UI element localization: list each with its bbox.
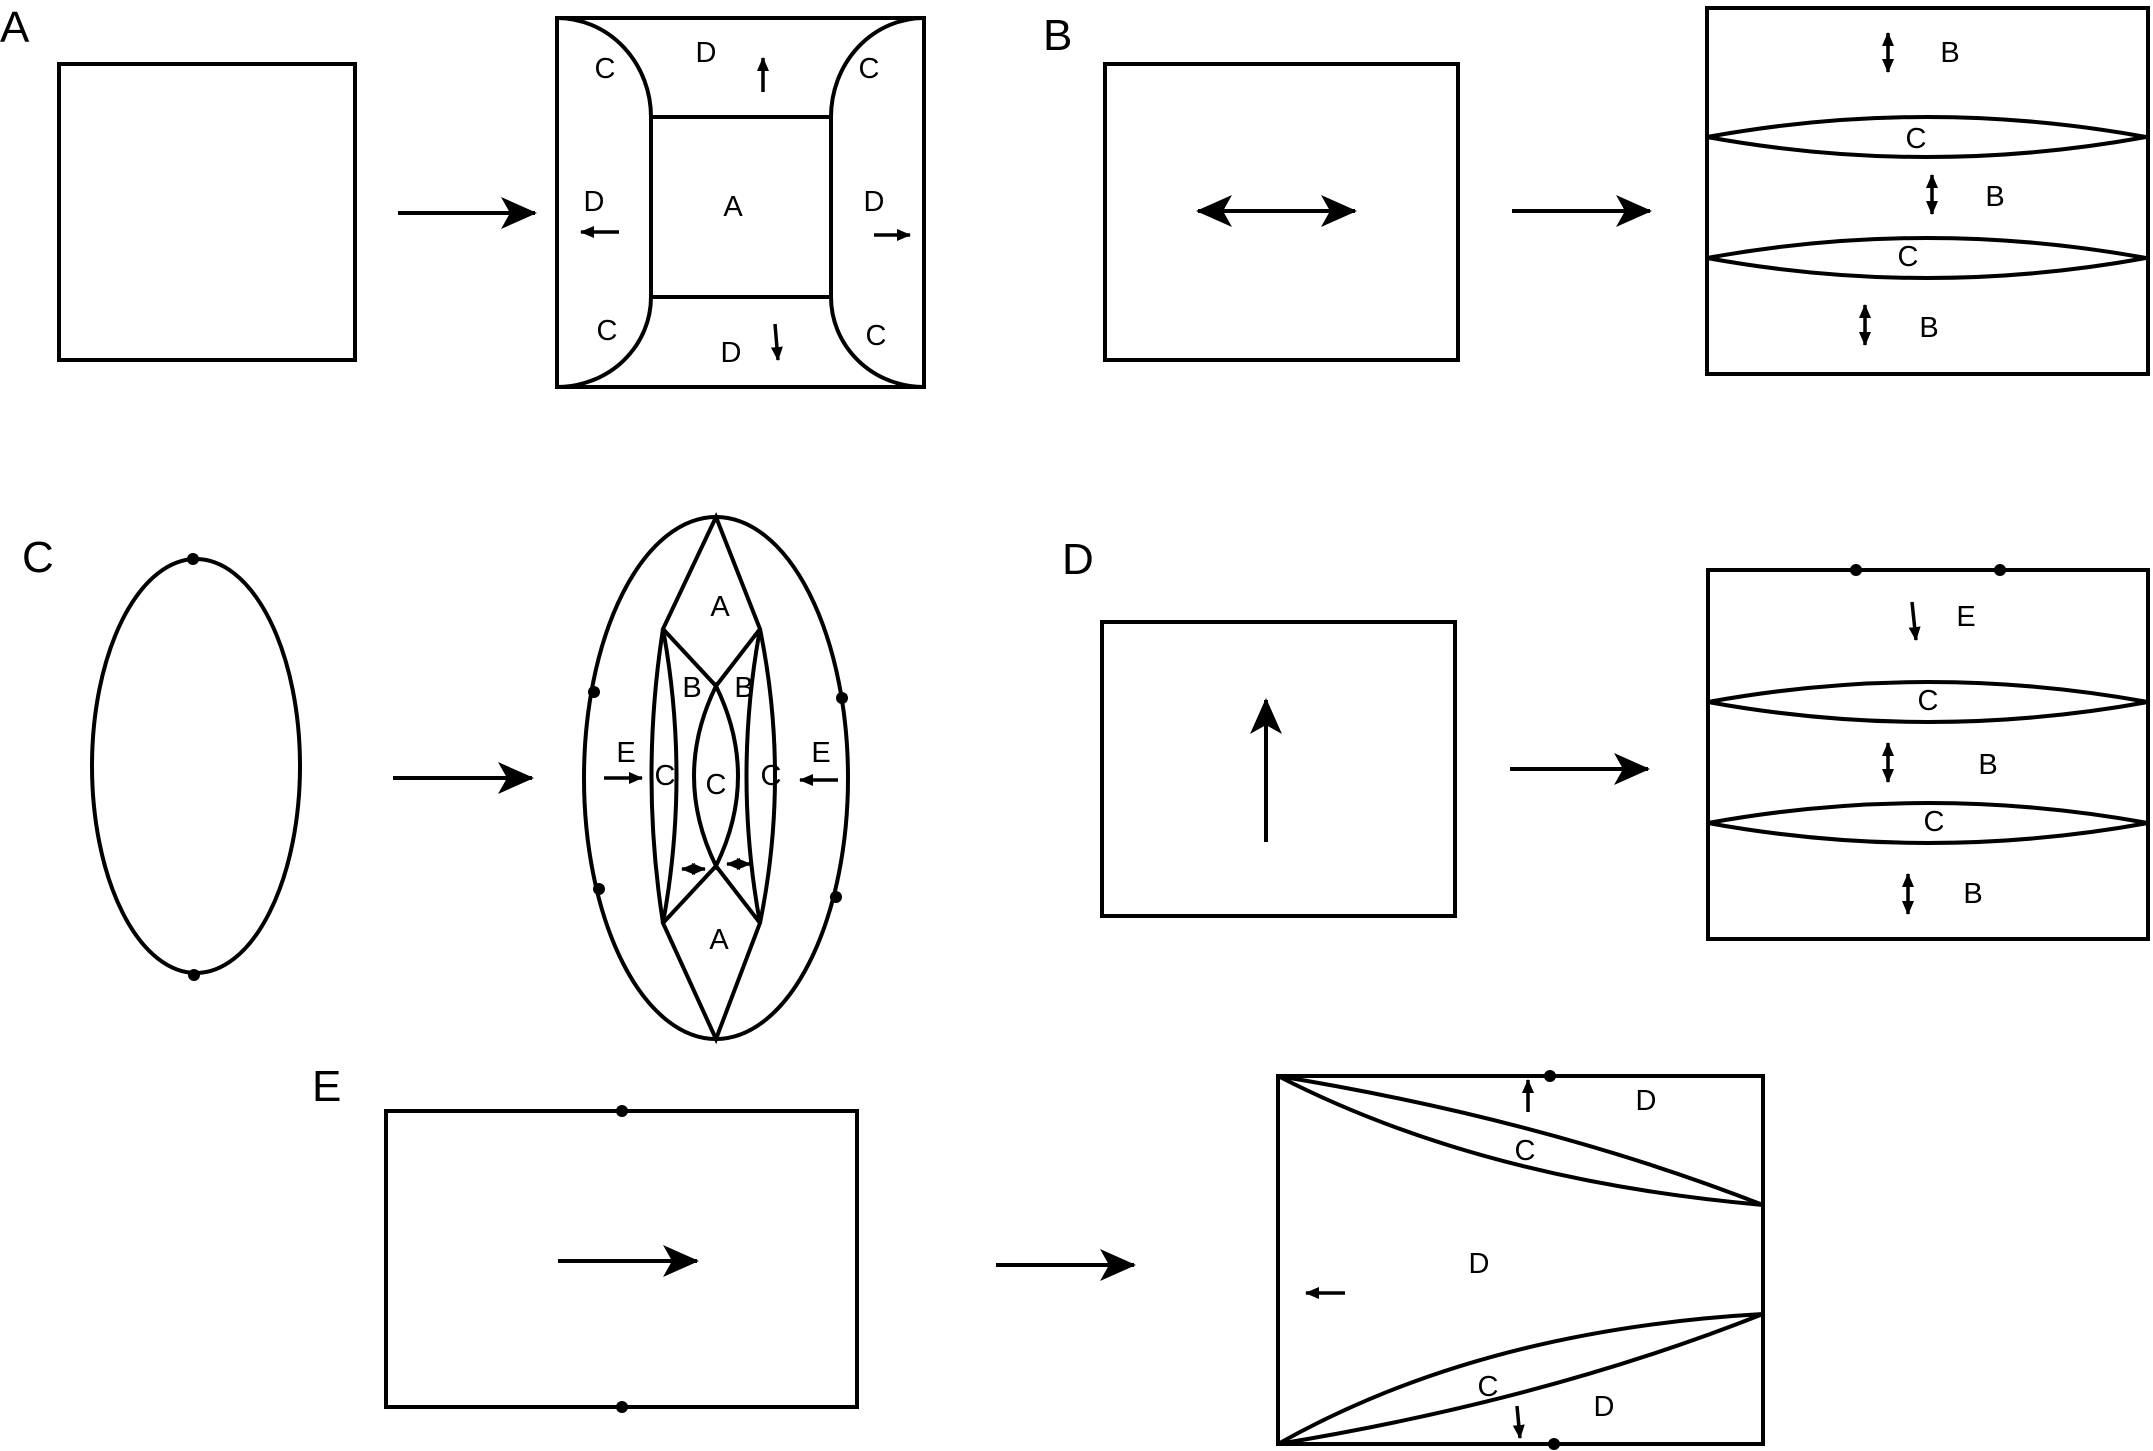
panel-d-initial-rect [1100, 620, 1457, 918]
panel-e: E D C D C D [312, 1062, 1765, 1450]
panel-e-initial-dot-bottom [616, 1401, 628, 1413]
panel-a: A C C C C D D D D A [0, 3, 926, 389]
panel-e-label-top-right: D [1636, 1085, 1657, 1117]
panel-a-label-corner-tl: C [595, 53, 616, 85]
panel-d-label-lens-lower: C [1924, 806, 1945, 838]
panel-a-label-edge-top: D [696, 37, 717, 69]
panel-a-corner-arc-bl [556, 296, 653, 389]
panel-b-label-lens-upper: C [1906, 123, 1927, 155]
panel-c-lens-right-inner [744, 628, 762, 924]
panel-b-label-band-bottom: B [1919, 312, 1938, 344]
panel-d-label-lens-upper: C [1918, 685, 1939, 717]
panel-c-result: A A B B C C C E E [582, 511, 850, 1045]
panel-e-lens-upper-bottom [1277, 1074, 1764, 1207]
panel-e-initial-dot-top [616, 1105, 628, 1117]
panel-b-lens-upper [1706, 115, 2147, 159]
panel-a-inner-square [649, 115, 833, 299]
panel-b-label-band-top: B [1940, 37, 1959, 69]
panel-label-d: D [1062, 535, 1094, 584]
panel-c-label-lens-right: C [761, 760, 782, 792]
panel-c-label-outer-right: E [811, 737, 830, 769]
panel-c-label-outer-left: E [616, 737, 635, 769]
panel-d-arrow-down-top [1908, 601, 1921, 641]
panel-d-outer-rect [1706, 568, 2150, 941]
panel-d-dot-left [1850, 564, 1862, 576]
panel-a-initial-square [57, 62, 357, 362]
panel-a-label-edge-right: D [864, 186, 885, 218]
panel-c-label-lens-center: C [706, 769, 727, 801]
panel-b-label-band-mid: B [1985, 181, 2004, 213]
panel-label-e: E [312, 1062, 341, 1111]
panel-a-corner-arc-tr [829, 16, 925, 118]
panel-c-dot-left-lower [593, 883, 605, 895]
panel-a-label-corner-br: C [866, 320, 887, 352]
panel-d-label-band-mid: B [1978, 749, 1997, 781]
panel-a-outer-square [555, 16, 926, 389]
panel-b-lens-lower [1706, 236, 2147, 280]
panel-a-corner-arc-tl [556, 16, 653, 118]
panel-a-label-edge-bottom: D [721, 337, 742, 369]
panel-a-result: C C C C D D D D A [555, 16, 926, 389]
panel-b-initial-rect [1103, 62, 1460, 362]
panel-c: C A A B B C C C E E [22, 511, 850, 1045]
panel-d: D E C B C B [1062, 535, 2150, 941]
panel-c-dot-right-upper [836, 692, 848, 704]
panel-c-initial-ellipse [90, 557, 302, 975]
panel-a-label-center: A [723, 191, 743, 223]
panel-c-label-inner-left-b: B [682, 672, 701, 704]
panel-c-initial-dot-top [187, 553, 199, 565]
panel-e-result: D C D C D [1276, 1070, 1765, 1450]
panel-d-label-band-top: E [1956, 601, 1975, 633]
panel-a-corner-arc-br [829, 296, 925, 389]
panel-b-outer-rect [1705, 6, 2150, 376]
panel-c-lens-left-outer [649, 628, 665, 924]
panel-b-label-lens-lower: C [1898, 241, 1919, 273]
panel-d-lens-lower [1707, 801, 2149, 845]
panel-e-outer-rect [1276, 1074, 1765, 1446]
panel-e-dot-top [1544, 1070, 1556, 1082]
panel-e-lens-lower-top [1277, 1312, 1764, 1446]
panel-e-dot-bottom [1548, 1438, 1560, 1450]
panel-c-dot-left-upper [588, 686, 600, 698]
panel-d-lens-upper [1707, 680, 2149, 724]
panel-label-c: C [22, 533, 54, 582]
panel-b: B B C B C B [1043, 6, 2150, 376]
panel-a-label-edge-left: D [584, 186, 605, 218]
panel-e-lens-lower-bottom [1277, 1312, 1764, 1446]
panel-c-lens-left-inner [661, 628, 679, 924]
panel-c-initial-dot-bottom [188, 969, 200, 981]
panel-a-label-corner-tr: C [859, 53, 880, 85]
panel-c-lens-right-outer [758, 628, 777, 924]
panel-e-arrow-down [1512, 1405, 1525, 1439]
panel-e-lens-upper-top [1277, 1074, 1764, 1207]
panel-e-label-lens-lower: C [1478, 1371, 1499, 1403]
panel-label-b: B [1043, 11, 1072, 60]
panel-a-label-corner-bl: C [597, 315, 618, 347]
panel-a-arrow-down [770, 323, 783, 361]
panel-e-label-lens-upper: C [1515, 1135, 1536, 1167]
panel-c-label-lens-left: C [655, 760, 676, 792]
panel-c-label-diamond-bottom: A [709, 924, 729, 956]
panel-d-label-band-bottom: B [1963, 878, 1982, 910]
panel-c-dot-right-lower [830, 891, 842, 903]
panel-c-label-inner-right-b: B [734, 672, 753, 704]
panel-e-label-middle: D [1469, 1248, 1490, 1280]
panel-d-result: E C B C B [1706, 564, 2150, 941]
panel-e-label-bottom-right: D [1594, 1391, 1615, 1423]
panel-c-label-diamond-top: A [710, 591, 730, 623]
panel-label-a: A [0, 3, 30, 52]
panel-c-lens-center [692, 681, 740, 871]
panel-b-result: B C B C B [1705, 6, 2150, 376]
panel-d-dot-right [1994, 564, 2006, 576]
